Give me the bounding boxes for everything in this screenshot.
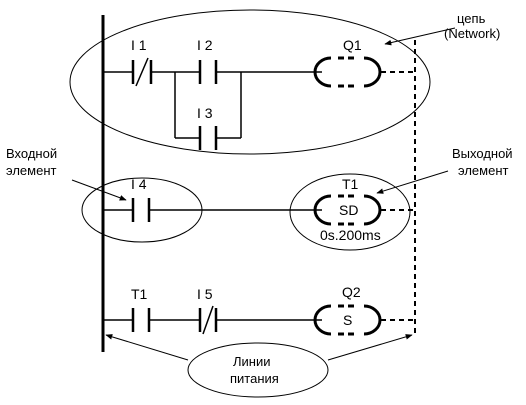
rung-3: T1 I 5 Q2 S <box>103 284 415 336</box>
contact-label-i1: I 1 <box>131 37 147 53</box>
output-element-label-line2: элемент <box>458 163 509 178</box>
contact-label-i5: I 5 <box>197 286 213 302</box>
rung-1: I 1 I 2 I 3 Q1 <box>103 37 415 150</box>
contact-label-i2: I 2 <box>197 37 213 53</box>
power-lines-ellipse <box>187 342 329 398</box>
timer-parameter: 0s.200ms <box>320 227 381 243</box>
output-element-ellipse <box>289 173 411 251</box>
network-arrow <box>384 27 456 46</box>
coil-q2: Q2 S <box>313 284 382 336</box>
coil-label-q1: Q1 <box>343 37 362 53</box>
input-element-label-line1: Входной <box>6 146 57 161</box>
network-label-line2: (Network) <box>444 26 500 41</box>
coil-text-s: S <box>343 312 352 328</box>
input-element-label-line2: элемент <box>6 163 57 178</box>
output-element-arrow <box>376 170 449 194</box>
coil-t1: T1 SD 0s.200ms <box>313 176 382 243</box>
power-arrow-right <box>327 334 413 361</box>
power-lines-label-line1: Линии <box>233 354 271 369</box>
output-element-label-line1: Выходной <box>452 146 513 161</box>
contact-label-i3: I 3 <box>197 105 213 121</box>
input-element-ellipse <box>81 177 203 243</box>
power-lines-label-line2: питания <box>230 371 279 386</box>
coil-label-t1: T1 <box>342 176 359 192</box>
coil-text-sd: SD <box>339 202 358 218</box>
power-arrow-left <box>105 334 189 361</box>
contact-label-i4: I 4 <box>131 176 147 192</box>
coil-label-q2: Q2 <box>342 284 361 300</box>
contact-t1: T1 <box>131 286 151 332</box>
input-element-arrow <box>71 179 127 201</box>
contact-i5: I 5 <box>197 286 218 335</box>
contact-label-t1: T1 <box>131 286 148 302</box>
rung-2: I 4 T1 SD 0s.200ms <box>103 176 415 243</box>
contact-i3: I 3 <box>197 105 218 150</box>
contact-i4: I 4 <box>131 176 151 222</box>
contact-i1: I 1 <box>131 37 153 87</box>
contact-i2: I 2 <box>197 37 218 84</box>
network-label-line1: цепь <box>457 11 486 26</box>
coil-q1: Q1 <box>313 37 382 88</box>
network-ellipse <box>69 9 431 155</box>
